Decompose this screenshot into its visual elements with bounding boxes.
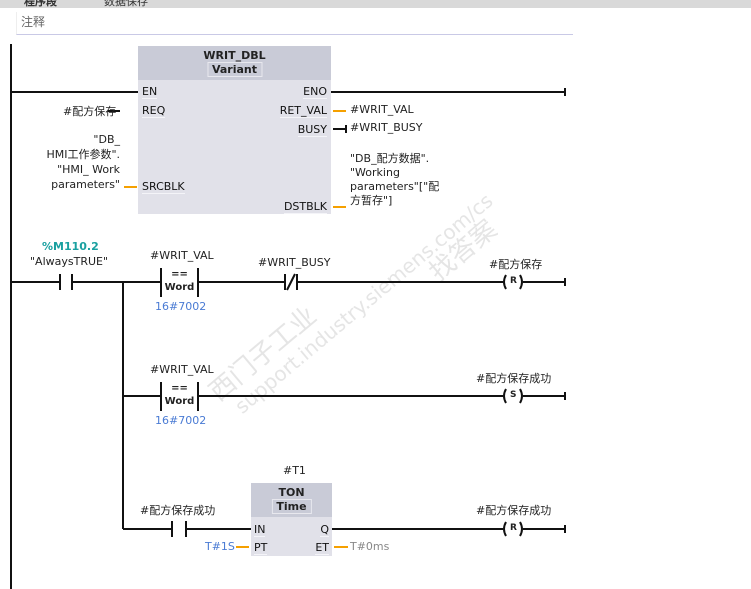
contact-address: %M110.2 [42, 240, 99, 253]
comment-field[interactable]: 注释 [16, 12, 573, 35]
block-type[interactable]: Variant [206, 62, 263, 77]
writ-dbl-block[interactable]: WRIT_DBL Variant EN ENO REQ RET_VAL BUSY… [138, 46, 331, 214]
coil-reset[interactable]: R [510, 276, 517, 286]
timer-name: TON [278, 486, 305, 499]
cmp2-instruction[interactable]: ==Word [164, 383, 195, 407]
pin-q: Q [320, 523, 329, 537]
contact-nc-slash [286, 273, 296, 291]
pin-busy: BUSY [297, 123, 327, 137]
block-name: WRIT_DBL [203, 49, 266, 62]
et-value[interactable]: T#0ms [350, 540, 390, 553]
coil3-operand[interactable]: #配方保存成功 [476, 504, 552, 517]
comment-placeholder: 注释 [21, 15, 46, 29]
pin-in: IN [254, 523, 266, 537]
contact-operand[interactable]: #配方保存成功 [140, 504, 216, 517]
contact-name[interactable]: "AlwaysTRUE" [30, 255, 109, 268]
network-header: 程序段 数据保存 [0, 0, 751, 8]
pin-srcblk: SRCBLK [142, 180, 185, 194]
ton-timer-block[interactable]: TON Time IN Q PT ET [251, 483, 332, 556]
pin-en: EN [142, 85, 158, 99]
pin-req: REQ [142, 104, 166, 118]
timer-instance[interactable]: #T1 [283, 464, 306, 477]
cmp2-value[interactable]: 16#7002 [155, 414, 207, 427]
coil-reset-2[interactable]: R [510, 523, 517, 533]
req-operand[interactable]: #配方保存 [63, 105, 117, 118]
network-title[interactable]: 数据保存 [104, 0, 148, 8]
pt-value[interactable]: T#1S [205, 540, 235, 553]
cmp1-operand[interactable]: #WRIT_VAL [150, 249, 214, 262]
cmp2-operand[interactable]: #WRIT_VAL [150, 363, 214, 376]
cmp1-instruction[interactable]: ==Word [164, 269, 195, 293]
coil-set[interactable]: S [510, 390, 517, 400]
busy-operand[interactable]: #WRIT_BUSY [350, 121, 423, 134]
pin-pt: PT [254, 541, 268, 555]
timer-type[interactable]: Time [271, 499, 312, 514]
pin-et: ET [315, 541, 329, 555]
coil2-operand[interactable]: #配方保存成功 [476, 372, 552, 385]
coil1-operand[interactable]: #配方保存 [489, 258, 543, 271]
pin-eno: ENO [303, 85, 327, 99]
cmp1-value[interactable]: 16#7002 [155, 300, 207, 313]
pin-ret-val: RET_VAL [279, 104, 327, 118]
pin-dstblk: DSTBLK [283, 200, 327, 214]
ret-val-operand[interactable]: #WRIT_VAL [350, 103, 414, 116]
network-label: 程序段 [24, 0, 57, 8]
nc-contact-operand[interactable]: #WRIT_BUSY [258, 256, 331, 269]
